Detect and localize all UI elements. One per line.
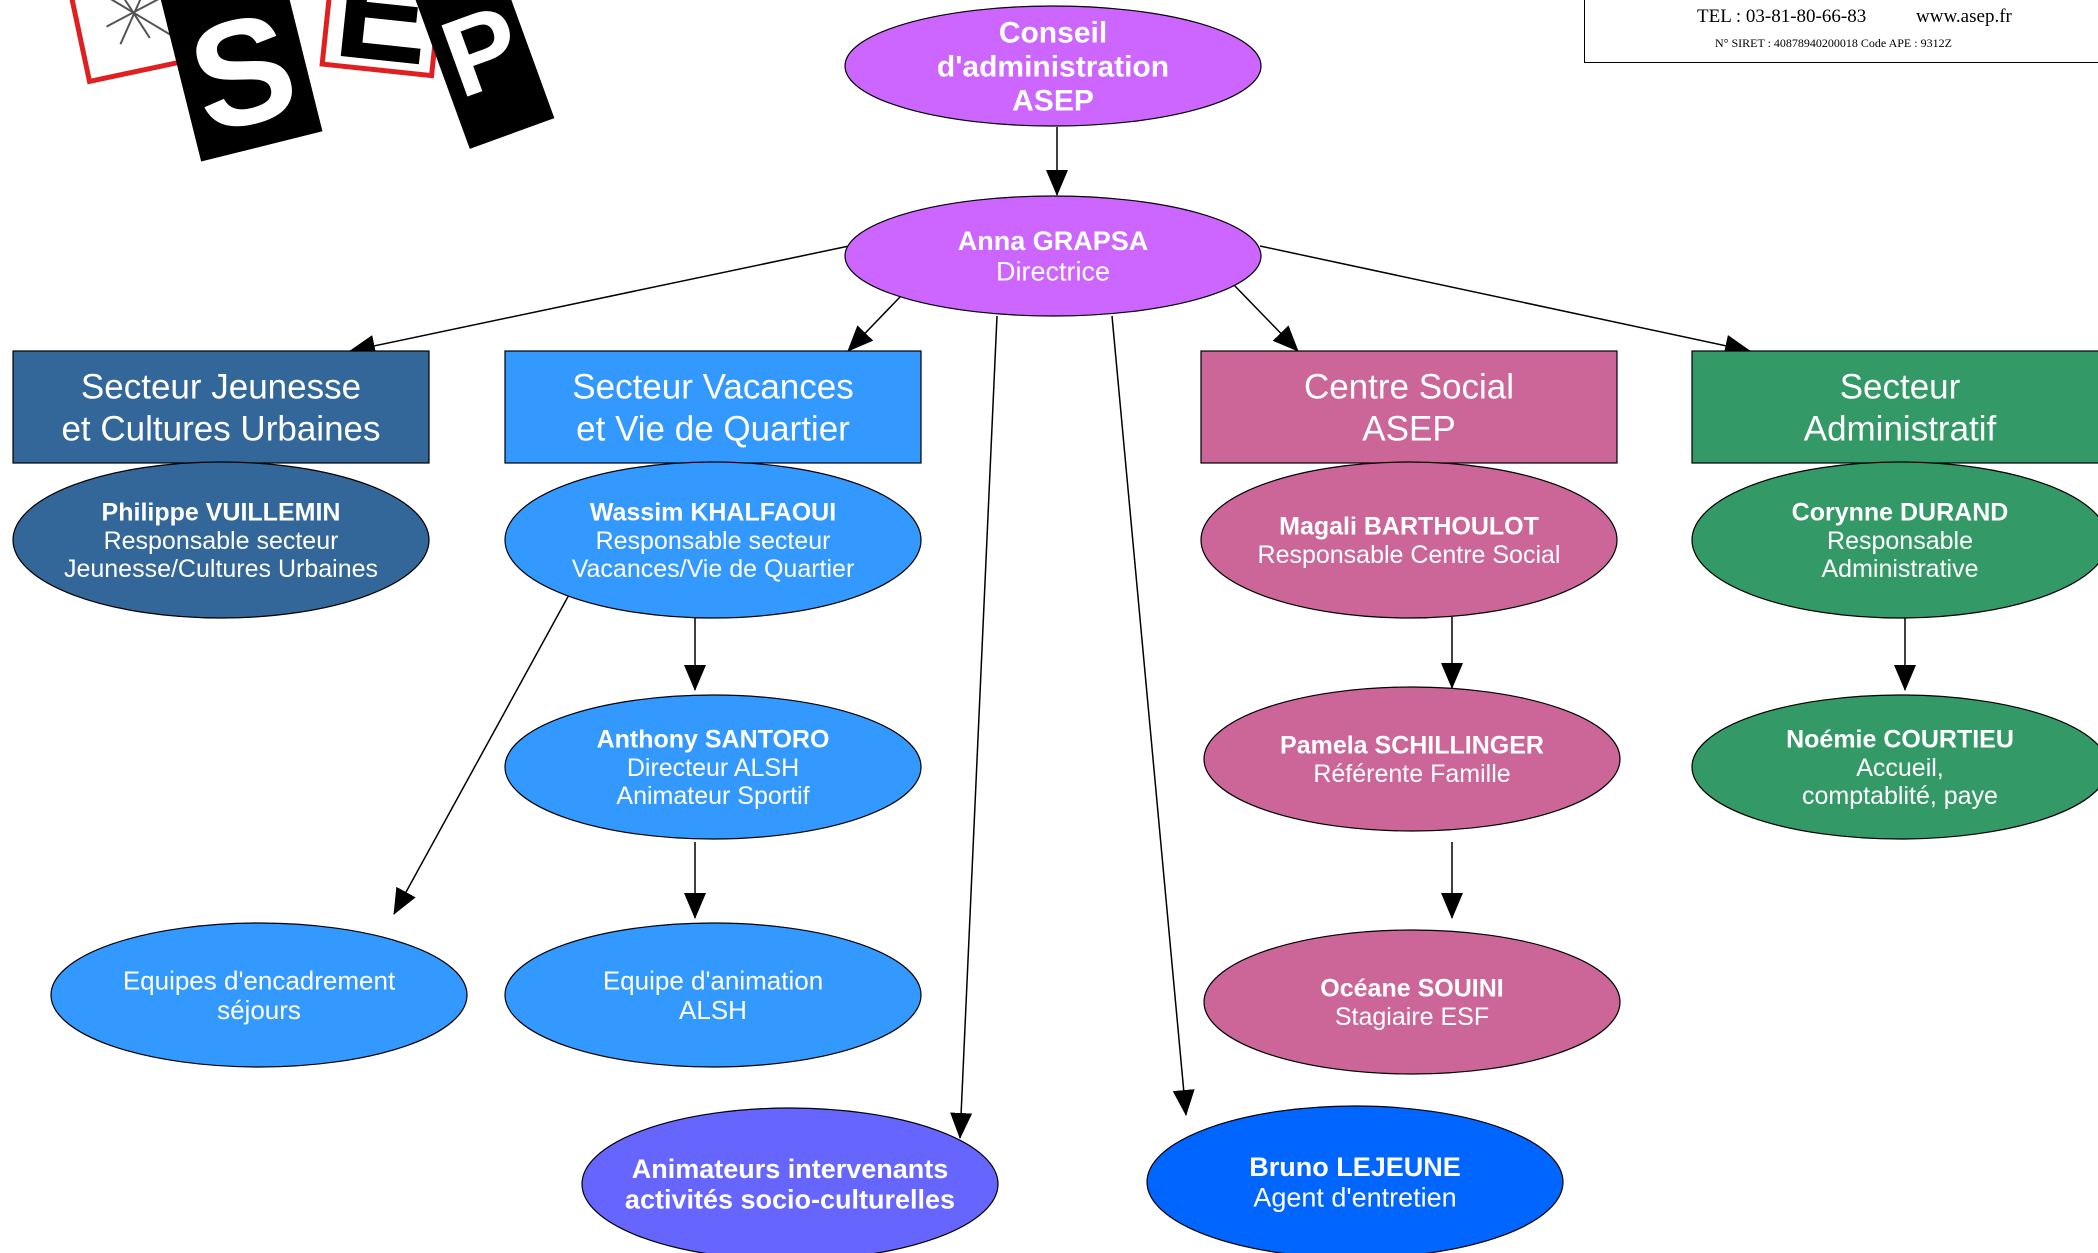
pamela-shape bbox=[1203, 686, 1621, 832]
magali-label: Responsable Centre Social bbox=[1258, 541, 1561, 569]
oceane-shape bbox=[1203, 929, 1621, 1075]
edges bbox=[349, 127, 1916, 1139]
corynne-label: Administrative bbox=[1822, 555, 1979, 583]
edge-directrice-to-sect_jeunesse bbox=[349, 245, 850, 357]
noemie-name: Noémie COURTIEU bbox=[1786, 726, 2014, 754]
animateurs-name: activités socio-culturelles bbox=[625, 1185, 955, 1215]
website-link[interactable]: www.asep.fr bbox=[1916, 6, 2012, 27]
bruno-label: Agent d'entretien bbox=[1253, 1183, 1456, 1213]
sect-centre-label: ASEP bbox=[1362, 409, 1455, 448]
conseil-name: d'administration bbox=[937, 51, 1169, 84]
anthony-name: Anthony SANTORO bbox=[597, 726, 830, 754]
oceane-name: Océane SOUINI bbox=[1320, 975, 1503, 1003]
edge-directrice-to-bruno bbox=[1111, 315, 1195, 1116]
directrice-name: Anna GRAPSA bbox=[958, 226, 1149, 256]
noemie-shape bbox=[1691, 694, 2098, 840]
bruno-shape bbox=[1146, 1105, 1564, 1253]
anthony-shape bbox=[504, 694, 922, 840]
sect-admin-label: Administratif bbox=[1804, 409, 1997, 448]
conseil-shape bbox=[844, 5, 1262, 127]
edge-directrice-to-sect_vacances bbox=[847, 296, 901, 352]
corynne-label: Responsable bbox=[1827, 527, 1973, 555]
noemie-label: Accueil, bbox=[1856, 754, 1944, 782]
directrice-label: Directrice bbox=[996, 257, 1110, 287]
equipe-alsh-label: Equipe d'animation bbox=[603, 965, 823, 995]
edge-wassim-to-equipes_sejours bbox=[393, 592, 571, 915]
equipe-alsh-shape bbox=[504, 922, 922, 1068]
philippe-shape bbox=[12, 461, 430, 619]
svg-text:E: E bbox=[328, 0, 437, 95]
sect-vacances-label: et Vie de Quartier bbox=[576, 409, 850, 448]
wassim-label: Vacances/Vie de Quartier bbox=[572, 555, 855, 583]
sect-jeunesse-label: Secteur Jeunesse bbox=[81, 367, 361, 406]
sect-admin-label: Secteur bbox=[1840, 367, 1961, 406]
edge-directrice-to-animateurs bbox=[950, 315, 998, 1139]
siret-code: N° SIRET : 40878940200018 Code APE : 931… bbox=[1715, 36, 1952, 50]
sect-centre-label: Centre Social bbox=[1304, 367, 1514, 406]
sect-jeunesse-label: et Cultures Urbaines bbox=[61, 409, 380, 448]
sect-vacances-box bbox=[504, 350, 922, 464]
wassim-name: Wassim KHALFAOUI bbox=[590, 499, 836, 527]
noemie-label: comptablité, paye bbox=[1802, 782, 1998, 810]
edge-directrice-to-sect_admin bbox=[1259, 245, 1751, 357]
animateurs-name: Animateurs intervenants bbox=[632, 1154, 949, 1184]
philippe-name: Philippe VUILLEMIN bbox=[102, 499, 341, 527]
equipes-sejours-label: Equipes d'encadrement bbox=[123, 965, 396, 995]
magali-name: Magali BARTHOULOT bbox=[1279, 513, 1539, 541]
sect-jeunesse-box bbox=[12, 350, 430, 464]
philippe-label: Jeunesse/Cultures Urbaines bbox=[64, 555, 378, 583]
directrice-shape bbox=[844, 195, 1262, 317]
bruno-name: Bruno LEJEUNE bbox=[1249, 1152, 1461, 1182]
asep-logo: S E P bbox=[63, 0, 555, 165]
magali-shape bbox=[1200, 461, 1618, 619]
animateurs-shape bbox=[581, 1107, 999, 1253]
phone-number: TEL : 03-81-80-66-83 bbox=[1697, 6, 1867, 27]
edge-directrice-to-sect_centre bbox=[1231, 282, 1299, 352]
conseil-name: ASEP bbox=[1012, 84, 1094, 117]
conseil-name: Conseil bbox=[999, 17, 1107, 50]
contact-box: TEL : 03-81-80-66-83 www.asep.fr N° SIRE… bbox=[1584, 0, 2098, 63]
philippe-label: Responsable secteur bbox=[104, 527, 339, 555]
anthony-label: Animateur Sportif bbox=[616, 782, 809, 810]
corynne-shape bbox=[1691, 461, 2098, 619]
corynne-name: Corynne DURAND bbox=[1792, 499, 2009, 527]
equipes-sejours-label: séjours bbox=[217, 995, 301, 1025]
sect-admin-box bbox=[1691, 350, 2098, 464]
pamela-label: Référente Famille bbox=[1313, 760, 1510, 788]
wassim-shape bbox=[504, 461, 922, 619]
anthony-label: Directeur ALSH bbox=[627, 754, 799, 782]
sect-vacances-label: Secteur Vacances bbox=[572, 367, 853, 406]
pamela-name: Pamela SCHILLINGER bbox=[1280, 732, 1544, 760]
wassim-label: Responsable secteur bbox=[596, 527, 831, 555]
equipe-alsh-label: ALSH bbox=[679, 995, 747, 1025]
equipes-sejours-shape bbox=[50, 922, 468, 1068]
oceane-label: Stagiaire ESF bbox=[1335, 1003, 1489, 1031]
